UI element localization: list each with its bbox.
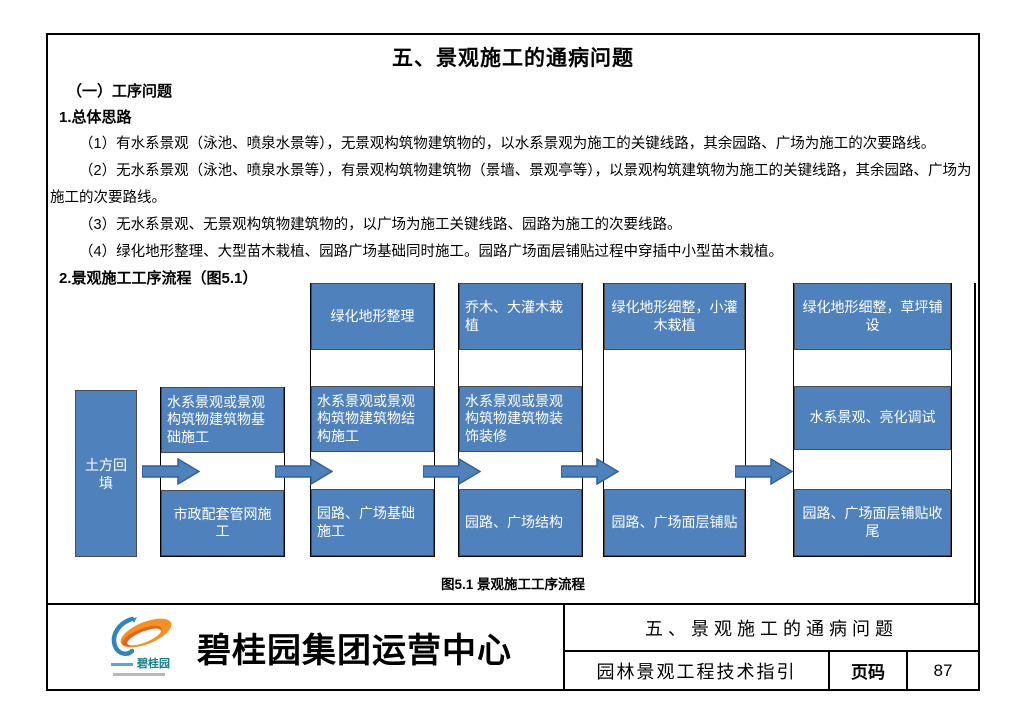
subsection-heading: 1.总体思路 [59, 109, 132, 126]
flow-column-2: 绿化地形整理 水系景观或景观构筑物建筑物结构施工 园路、广场基础施工 [310, 283, 435, 557]
flow-box: 乔木、大灌木栽植 [459, 283, 582, 350]
paragraph-4: （4）绿化地形整理、大型苗木栽植、园路广场基础同时施工。园路广场面层铺贴过程中穿… [79, 244, 784, 260]
diagram-right-border [974, 283, 976, 603]
paragraph-3: （3）无水系景观、无景观构筑物建筑物的，以广场为施工关键线路、园路为施工的次要线… [79, 217, 682, 233]
body-text: （一）工序问题 1.总体思路 （1）有水系景观（泳池、喷泉水景等），无景观构筑物… [50, 79, 974, 292]
flow-box: 园路、广场面层铺贴 [604, 489, 745, 556]
flow-arrow-icon [561, 458, 619, 485]
flow-arrow-icon [142, 458, 200, 485]
flow-arrow-icon [423, 458, 481, 485]
flow-box: 绿化地形细整，小灌木栽植 [604, 283, 745, 350]
flow-column-4: 绿化地形细整，小灌木栽植 园路、广场面层铺贴 [603, 283, 746, 557]
page-label-cell: 页码 [830, 652, 908, 689]
flow-box: 园路、广场结构 [459, 489, 582, 556]
flow-box: 水系景观、亮化调试 [794, 386, 951, 450]
footer-brand-cell: 碧桂园 碧桂园集团运营中心 [48, 605, 565, 689]
paragraph-2: （2）无水系景观（泳池、喷泉水景等），有景观构筑物建筑物（景墙、景观亭等），以景… [50, 163, 972, 206]
flow-box: 水系景观或景观构筑物建筑物结构施工 [311, 386, 434, 452]
paragraph-1: （1）有水系景观（泳池、喷泉水景等），无景观构筑物建筑物的，以水系景观为施工的关… [79, 136, 936, 152]
flow-box: 水系景观或景观构筑物建筑物装饰装修 [459, 386, 582, 452]
figure-caption: 图5.1 景观施工工序流程 [440, 577, 586, 592]
flow-arrow-icon [735, 458, 793, 485]
flow-box: 水系景观或景观构筑物建筑物基础施工 [161, 387, 284, 453]
flow-arrow-icon [275, 458, 333, 485]
logo-wordmark: 碧桂园 [136, 656, 170, 670]
flowchart-heading: 2.景观施工工序流程（图5.1） [59, 270, 258, 287]
flow-box: 园路、广场基础施工 [311, 489, 434, 556]
chapter-cell: 五、景观施工的通病问题 [565, 605, 978, 652]
flow-column-3: 乔木、大灌木栽植 水系景观或景观构筑物建筑物装饰装修 园路、广场结构 [458, 283, 583, 557]
page-frame: 五、景观施工的通病问题 （一）工序问题 1.总体思路 （1）有水系景观（泳池、喷… [46, 33, 980, 691]
page-title: 五、景观施工的通病问题 [392, 47, 634, 70]
footer-table: 碧桂园 碧桂园集团运营中心 五、景观施工的通病问题 园林景观工程技术指引 页码 … [48, 603, 978, 689]
footer-bottom-row: 园林景观工程技术指引 页码 87 [565, 652, 978, 689]
footer-info-cells: 五、景观施工的通病问题 园林景观工程技术指引 页码 87 [565, 605, 978, 689]
flow-box: 绿化地形整理 [311, 283, 434, 350]
flow-box: 绿化地形细整，草坪铺设 [794, 283, 951, 350]
company-name: 碧桂园集团运营中心 [197, 631, 512, 670]
flow-box-earthwork: 土方回填 [75, 390, 137, 557]
manual-title-cell: 园林景观工程技术指引 [565, 652, 830, 689]
flow-column-5: 绿化地形细整，草坪铺设 水系景观、亮化调试 园路、广场面层铺贴收尾 [793, 283, 952, 557]
flow-box: 市政配套管网施工 [161, 490, 284, 556]
page-number-cell: 87 [933, 660, 953, 680]
company-logo-icon: 碧桂园 [111, 616, 172, 676]
flow-box: 园路、广场面层铺贴收尾 [794, 489, 951, 556]
section-heading: （一）工序问题 [67, 83, 173, 100]
